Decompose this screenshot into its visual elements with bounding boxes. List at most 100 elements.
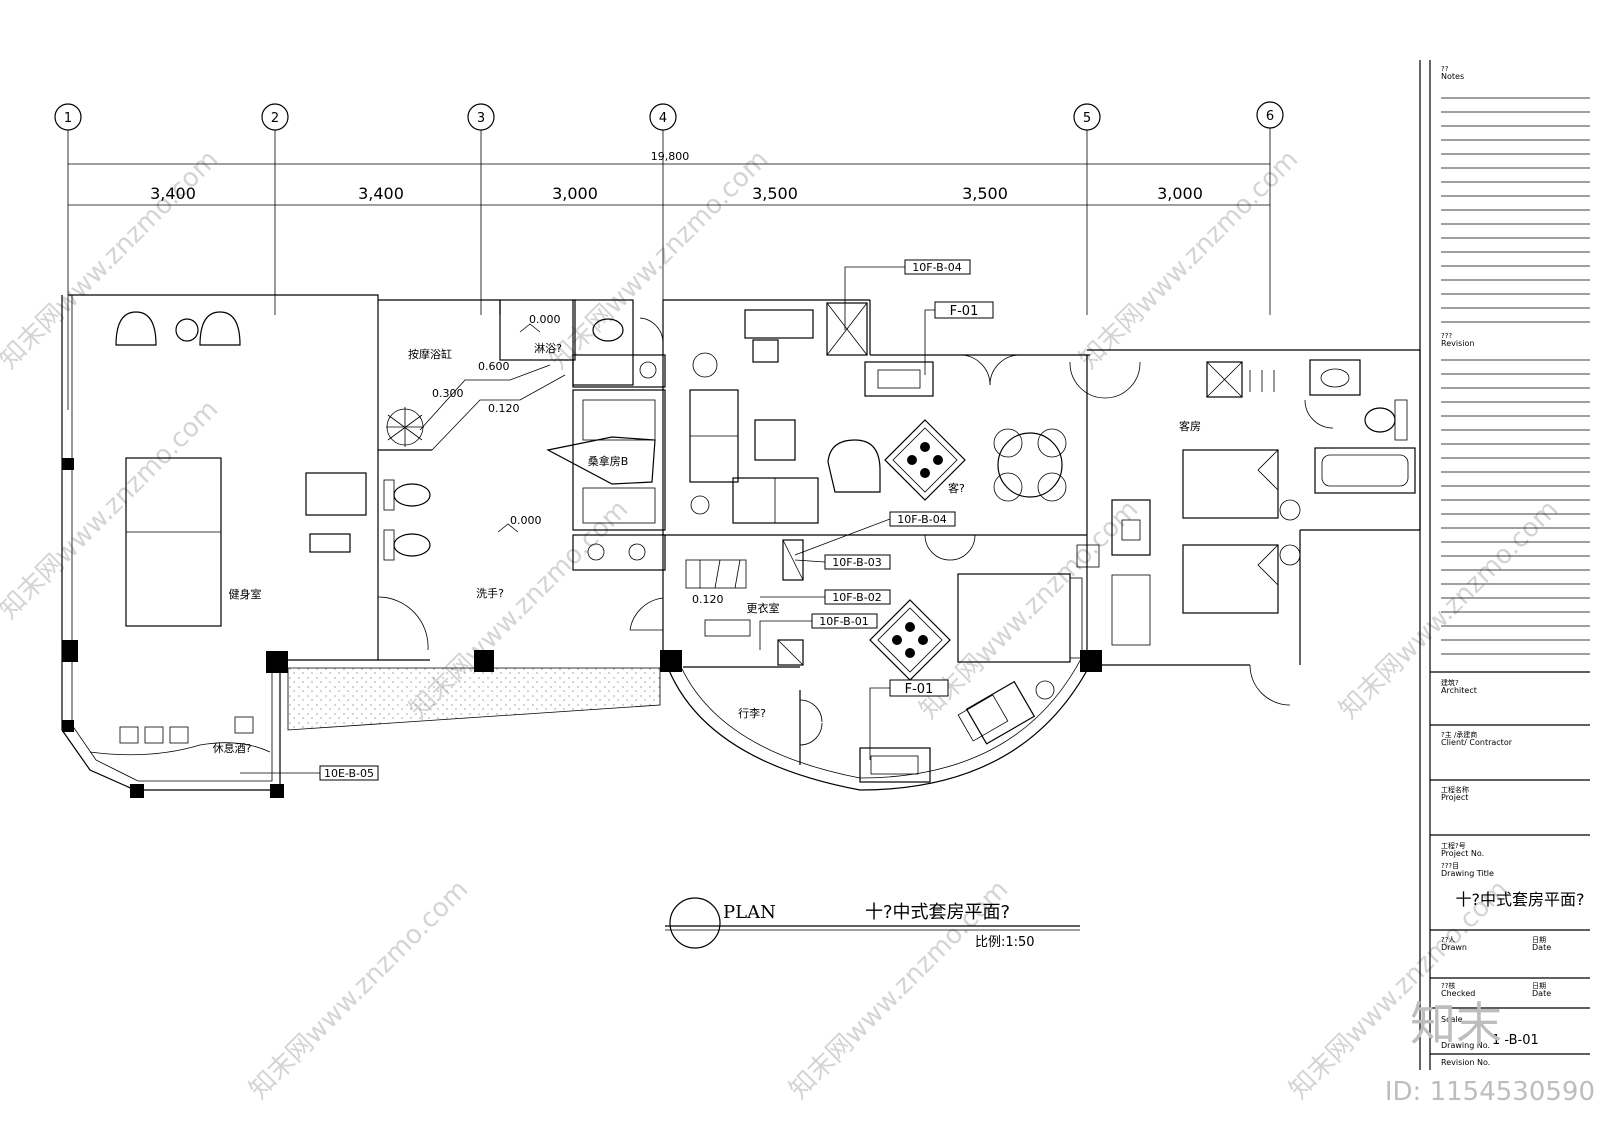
- svg-text:建筑?: 建筑?: [1441, 678, 1459, 687]
- toilet-icon: [383, 479, 431, 511]
- svg-text:1: 1: [64, 111, 72, 126]
- grid-bubble-5: 5: [1073, 103, 1101, 315]
- drawing-number: 1 -B-01: [1492, 1033, 1539, 1048]
- room-label-sauna: 桑拿房B: [588, 454, 629, 468]
- notes-lines: [1441, 97, 1590, 323]
- svg-text:Checked: Checked: [1441, 989, 1475, 998]
- svg-text:Project: Project: [1441, 793, 1468, 802]
- tag-label: F-01: [950, 304, 979, 319]
- svg-text:日期: 日期: [1532, 936, 1546, 944]
- tag-label: 10F-B-04: [897, 513, 946, 526]
- plant-icon: [386, 407, 424, 447]
- dining-table: [993, 428, 1067, 502]
- svg-text:??人: ??人: [1441, 936, 1455, 944]
- watermark-text: 知末网www.znzmo.com: [244, 874, 475, 1105]
- room-label-living: 客?: [948, 481, 965, 495]
- svg-text:Project No.: Project No.: [1441, 849, 1484, 858]
- watermark-text: 知末网www.znzmo.com: [0, 394, 224, 625]
- svg-text:Date: Date: [1532, 989, 1551, 998]
- dimension-lines: 19,800 3,400 3,400 3,000 3,500 3,500 3,0…: [68, 150, 1270, 206]
- grid-axes: 1 2 3 4 5 6: [54, 101, 1284, 410]
- dimension-segment: 3,400: [150, 184, 196, 203]
- svg-text:Notes: Notes: [1441, 72, 1464, 81]
- svg-text:Drawing No.: Drawing No.: [1441, 1041, 1490, 1050]
- svg-text:Drawing Title: Drawing Title: [1441, 869, 1494, 878]
- svg-text:Client/ Contractor: Client/ Contractor: [1441, 738, 1513, 747]
- dimension-segment: 3,500: [752, 184, 798, 203]
- grid-bubble-2: 2: [261, 103, 289, 315]
- svg-text:?主 /承建商: ?主 /承建商: [1441, 730, 1477, 739]
- svg-text:工程名称: 工程名称: [1441, 785, 1469, 794]
- svg-text:0.000: 0.000: [510, 514, 542, 527]
- svg-text:0.120: 0.120: [692, 593, 724, 606]
- tag-label: 10F-B-03: [832, 556, 881, 569]
- grid-bubble-3: 3: [467, 103, 495, 315]
- watermark-layer: 知末网www.znzmo.com 知末网www.znzmo.com 知末网www…: [0, 144, 1564, 1105]
- tag-label: F-01: [905, 682, 934, 697]
- svg-text:5: 5: [1083, 111, 1091, 126]
- tag-label: 10F-B-04: [912, 261, 961, 274]
- svg-text:0.120: 0.120: [488, 402, 520, 415]
- image-id: ID: 1154530590: [1385, 1077, 1595, 1107]
- tv-cabinet: [864, 361, 934, 397]
- curved-facade: [664, 654, 1096, 791]
- shower-stall: [499, 299, 576, 361]
- brand-logo: 知末: [1410, 997, 1502, 1051]
- revision-lines: [1441, 359, 1590, 655]
- tag-label: 10F-B-02: [832, 591, 881, 604]
- svg-text:0.300: 0.300: [432, 387, 464, 400]
- svg-text:3: 3: [477, 111, 485, 126]
- room-label-washroom: 洗手?: [476, 586, 504, 600]
- overall-dimension: 19,800: [651, 150, 690, 163]
- svg-text:???目: ???目: [1441, 862, 1459, 870]
- dimension-segment: 3,000: [1157, 184, 1203, 203]
- sofa: [732, 477, 819, 524]
- terrace-hatch: [287, 667, 661, 731]
- svg-text:Architect: Architect: [1441, 686, 1477, 695]
- reference-tags: 10F-B-04 F-01 10F-B-04 10F-B-03 10F-B-02…: [240, 259, 994, 781]
- room-label-luggage: 行李?: [738, 706, 766, 720]
- svg-text:4: 4: [659, 111, 667, 126]
- tag-label: 10E-B-05: [324, 767, 374, 780]
- plan-title: PLAN 十?中式套房平面? 比例:1:50: [665, 897, 1080, 950]
- carpet-pattern: [869, 599, 951, 681]
- svg-text:Scale: Scale: [1441, 1015, 1463, 1024]
- central-suite: 客?: [629, 299, 1102, 791]
- title-block: ?? Notes ??? Revision: [1419, 60, 1590, 1070]
- bathtub: [1314, 447, 1416, 494]
- dimension-segment: 3,500: [962, 184, 1008, 203]
- room-label-shower: 淋浴?: [534, 342, 562, 355]
- svg-text:??核: ??核: [1441, 981, 1455, 990]
- room-label-lounge: 休息酒?: [213, 741, 252, 755]
- dimension-segment: 3,400: [358, 184, 404, 203]
- svg-text:Revision: Revision: [1441, 339, 1474, 348]
- svg-text:6: 6: [1266, 109, 1274, 124]
- bed: [1182, 544, 1279, 614]
- plan-title-text: 十?中式套房平面?: [865, 902, 1010, 923]
- bed: [1182, 449, 1279, 519]
- room-label-massage-tub: 按摩浴缸: [408, 347, 452, 361]
- svg-text:???: ???: [1441, 332, 1452, 340]
- svg-text:Date: Date: [1532, 943, 1551, 952]
- drawing-title-value: 十?中式套房平面?: [1456, 890, 1585, 909]
- watermark-text: 知末网www.znzmo.com: [544, 144, 775, 375]
- grid-bubble-4: 4: [649, 103, 677, 315]
- room-label-dressing: 更衣室: [747, 601, 780, 615]
- gym-area: 健身室 休息酒?: [61, 294, 430, 798]
- plan-scale: 比例:1:50: [975, 935, 1035, 950]
- room-label-gym: 健身室: [229, 587, 262, 601]
- carpet-pattern: [884, 419, 966, 501]
- svg-text:工程?号: 工程?号: [1441, 841, 1466, 850]
- svg-text:Drawn: Drawn: [1441, 943, 1467, 952]
- svg-text:Revision No.: Revision No.: [1441, 1058, 1490, 1067]
- svg-text:0.000: 0.000: [529, 313, 561, 326]
- svg-text:0.600: 0.600: [478, 360, 510, 373]
- svg-text:2: 2: [271, 111, 279, 126]
- gym-mat: [125, 457, 222, 627]
- svg-text:日期: 日期: [1532, 982, 1546, 990]
- svg-text:??: ??: [1441, 65, 1449, 73]
- sauna-room: [572, 389, 666, 531]
- spa-area: 0.000 淋浴? 按摩浴缸 0.600 0.300 0.120 0.000 洗…: [378, 299, 666, 600]
- grid-bubble-6: 6: [1256, 101, 1284, 315]
